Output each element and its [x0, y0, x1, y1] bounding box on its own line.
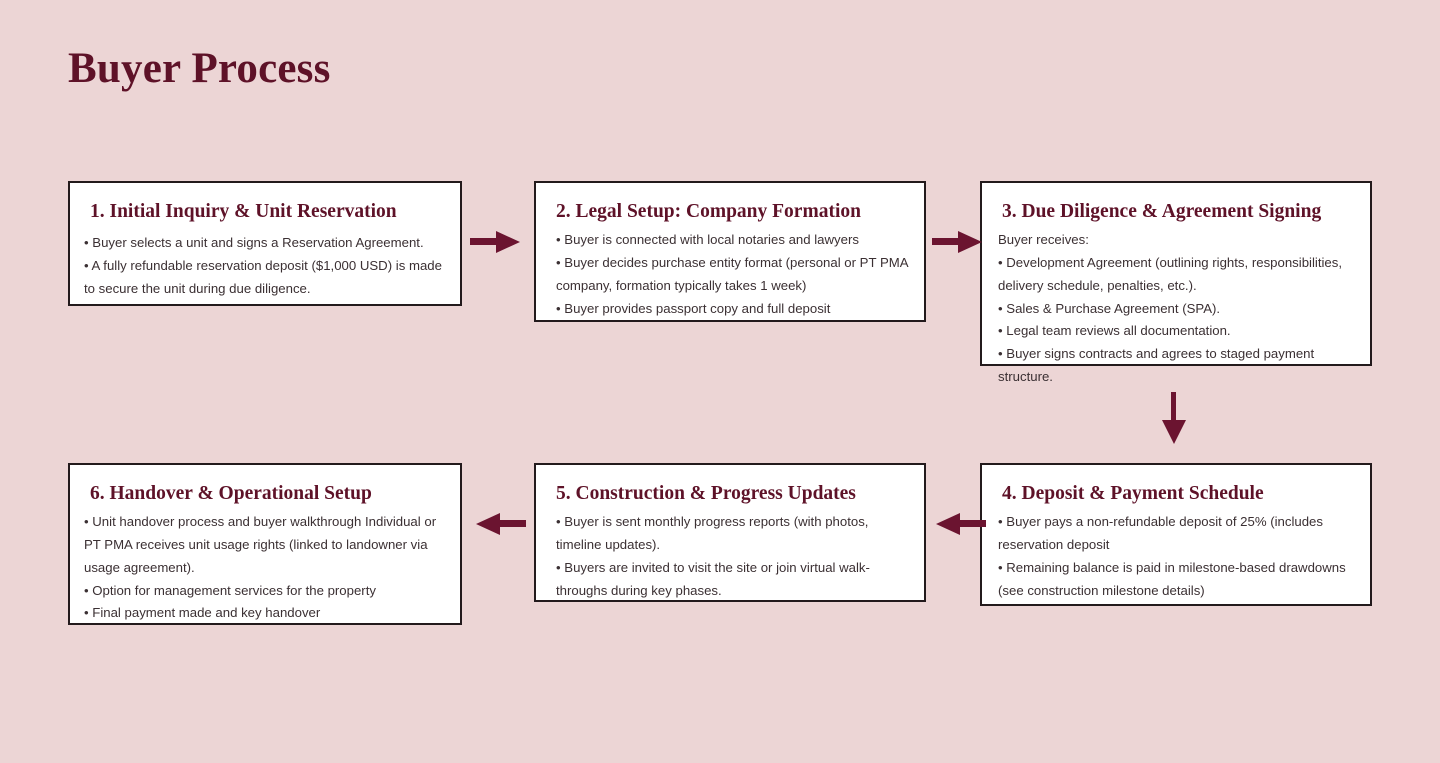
step-bullet: • Legal team reviews all documentation.	[998, 323, 1231, 339]
step-bullet: • Option for management services for the…	[84, 582, 376, 598]
step-bullet: • Buyer provides passport copy and full …	[556, 300, 831, 316]
step-heading-1: 1. Initial Inquiry & Unit Reservation	[90, 201, 397, 222]
step-bullet: • Buyer signs contracts and agrees to st…	[998, 345, 1315, 384]
arrow-down-icon	[1158, 392, 1190, 448]
step-heading-6: 6. Handover & Operational Setup	[90, 483, 372, 504]
process-step-box-5: 5. Construction & Progress Updates • Buy…	[534, 463, 926, 602]
process-step-box-6: 6. Handover & Operational Setup • Unit h…	[68, 463, 462, 625]
arrow-left-icon	[472, 510, 526, 538]
step-body-2: • Buyer is connected with local notaries…	[556, 229, 910, 320]
step-intro-line: Buyer receives:	[998, 232, 1089, 248]
step-heading-3: 3. Due Diligence & Agreement Signing	[1002, 201, 1322, 222]
step-bullet: • A fully refundable reservation deposit…	[84, 258, 442, 296]
step-bullet: • Buyers are invited to visit the site o…	[556, 559, 870, 598]
process-step-box-1: 1. Initial Inquiry & Unit Reservation • …	[68, 181, 462, 306]
step-bullet: • Sales & Purchase Agreement (SPA).	[998, 300, 1221, 316]
step-bullet: • Unit handover process and buyer walkth…	[84, 514, 437, 575]
arrow-right-icon	[932, 228, 986, 256]
process-step-box-2: 2. Legal Setup: Company Formation • Buye…	[534, 181, 926, 322]
step-bullet: • Buyer decides purchase entity format (…	[556, 255, 908, 293]
step-bullet: • Development Agreement (outlining right…	[998, 255, 1343, 293]
process-step-box-3: 3. Due Diligence & Agreement Signing Buy…	[980, 181, 1372, 384]
step-bullet: • Final payment made and key handover	[84, 605, 321, 621]
step-bullet: • Buyer is sent monthly progress reports…	[556, 514, 869, 553]
process-step-box-4: 4. Deposit & Payment Schedule • Buyer pa…	[980, 463, 1372, 606]
step-bullet: • Buyer pays a non-refundable deposit of…	[998, 514, 1323, 553]
step-bullet: • Buyer selects a unit and signs a Reser…	[84, 235, 424, 251]
step-heading-5: 5. Construction & Progress Updates	[556, 483, 856, 504]
arrow-left-icon	[932, 510, 986, 538]
step-heading-2: 2. Legal Setup: Company Formation	[556, 201, 861, 222]
arrow-right-icon	[470, 228, 524, 256]
step-body-4: • Buyer pays a non-refundable deposit of…	[998, 511, 1358, 602]
step-bullet: • Remaining balance is paid in milestone…	[998, 559, 1346, 598]
step-bullet: • Buyer is connected with local notaries…	[556, 232, 859, 248]
step-body-1: • Buyer selects a unit and signs a Reser…	[84, 232, 446, 300]
step-body-6: • Unit handover process and buyer walkth…	[84, 511, 446, 625]
step-body-3: Buyer receives: • Development Agreement …	[998, 229, 1356, 388]
step-body-5: • Buyer is sent monthly progress reports…	[556, 511, 910, 602]
step-heading-4: 4. Deposit & Payment Schedule	[1002, 483, 1264, 504]
page-title: Buyer Process	[68, 45, 331, 92]
